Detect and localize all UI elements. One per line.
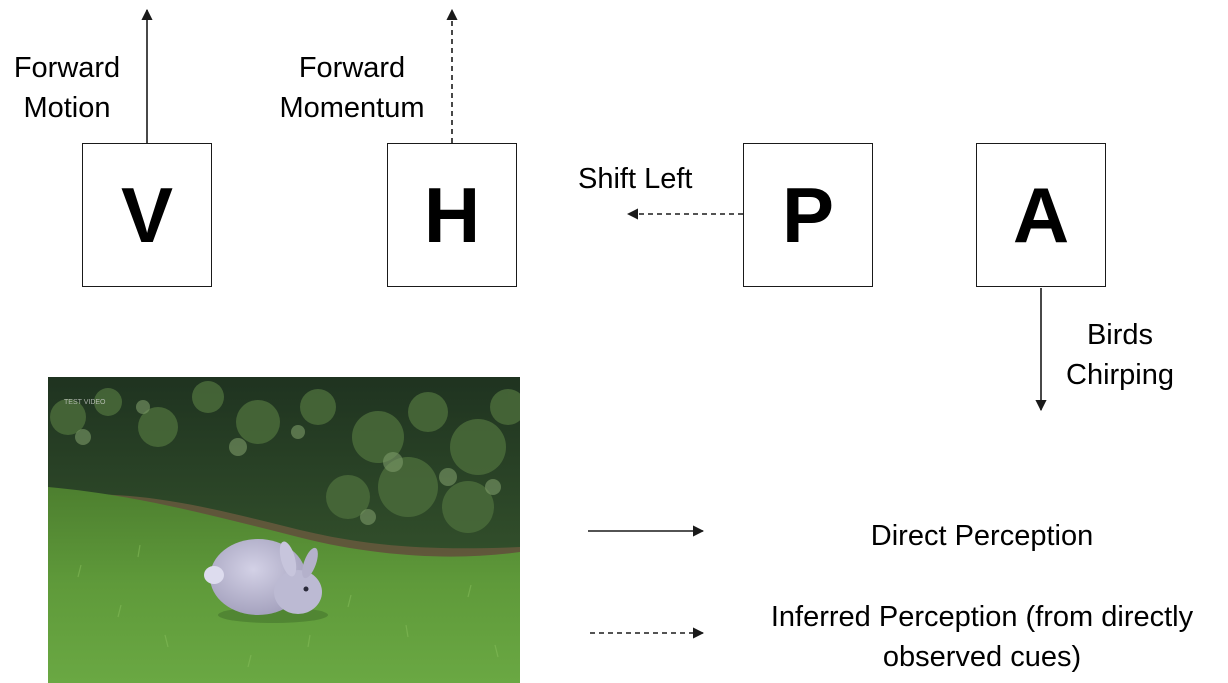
label-shift-left-line1: Shift Left bbox=[578, 163, 693, 195]
legend-inferred-line1: Inferred Perception (from directly bbox=[770, 601, 1194, 633]
legend-direct-text: Direct Perception bbox=[870, 520, 1094, 552]
legend-direct-label: Direct Perception bbox=[800, 516, 1164, 556]
node-a: A bbox=[976, 143, 1106, 287]
label-forward-momentum: Forward Momentum bbox=[262, 48, 442, 128]
label-forward-motion: Forward Motion bbox=[0, 48, 134, 128]
rabbit-head bbox=[274, 570, 322, 614]
label-forward-momentum-line1: Forward bbox=[298, 52, 406, 84]
label-forward-motion-line2: Motion bbox=[23, 92, 111, 124]
node-p: P bbox=[743, 143, 873, 287]
rabbit-tail bbox=[204, 566, 224, 584]
rabbit-scene: TEST VIDEO bbox=[48, 377, 520, 683]
node-p-letter: P bbox=[781, 171, 835, 259]
photo-watermark: TEST VIDEO bbox=[64, 399, 106, 406]
node-a-letter: A bbox=[1012, 171, 1070, 259]
rabbit-eye bbox=[303, 586, 309, 592]
label-birds-chirping-line2: Chirping bbox=[1066, 359, 1174, 391]
label-birds-chirping: Birds Chirping bbox=[1050, 315, 1190, 395]
rabbit-ear-left bbox=[279, 541, 297, 577]
node-h-letter: H bbox=[423, 171, 481, 259]
rabbit-ear-right bbox=[302, 547, 318, 579]
leaf-clusters bbox=[50, 381, 520, 533]
label-forward-momentum-line2: Momentum bbox=[279, 92, 425, 124]
node-v-letter: V bbox=[120, 171, 174, 259]
rabbit bbox=[204, 539, 328, 623]
leaf-highlights bbox=[75, 400, 501, 525]
legend-inferred-label: Inferred Perception (from directly obser… bbox=[738, 597, 1226, 677]
label-forward-motion-line1: Forward bbox=[13, 52, 121, 84]
legend-inferred-line2: observed cues) bbox=[882, 641, 1082, 673]
label-shift-left: Shift Left bbox=[578, 159, 692, 199]
node-h: H bbox=[387, 143, 517, 287]
grass-texture bbox=[77, 544, 499, 668]
node-v: V bbox=[82, 143, 212, 287]
label-birds-chirping-line1: Birds bbox=[1086, 319, 1154, 351]
rabbit-photo: TEST VIDEO bbox=[48, 377, 520, 683]
